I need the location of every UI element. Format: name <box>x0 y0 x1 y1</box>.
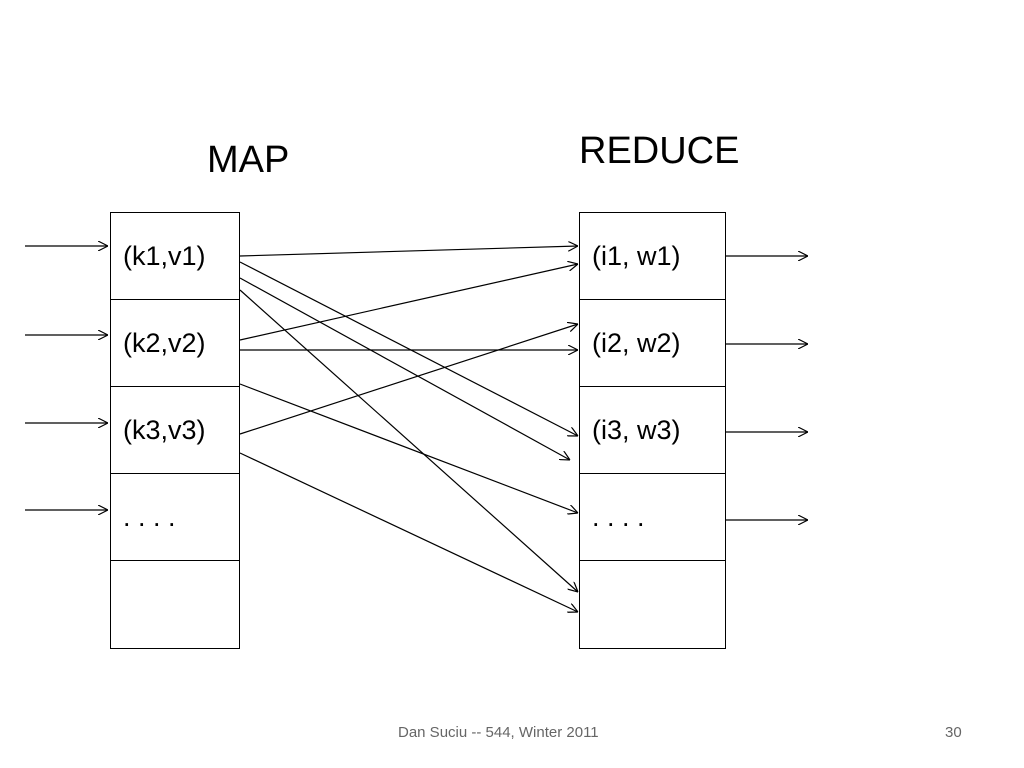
shuffle-arrow-k3-empty <box>239 452 578 612</box>
map-cell-2: (k2,v2) <box>111 300 239 387</box>
shuffle-arrow-k2-i1 <box>239 264 578 341</box>
shuffle-arrow-k3-i2 <box>239 324 578 435</box>
footer-text: Dan Suciu -- 544, Winter 2011 <box>398 724 599 741</box>
shuffle-arrow-k1-mid <box>239 277 570 460</box>
page-number: 30 <box>945 724 962 741</box>
shuffle-arrow-k1-empty <box>239 289 578 592</box>
reduce-cell-1: (i1, w1) <box>580 213 725 300</box>
map-title: MAP <box>207 139 290 181</box>
reduce-cell-2: (i2, w2) <box>580 300 725 387</box>
reduce-cell-ellipsis: . . . . <box>580 474 725 561</box>
reduce-table: (i1, w1) (i2, w2) (i3, w3) . . . . <box>579 212 726 649</box>
map-cell-1: (k1,v1) <box>111 213 239 300</box>
shuffle-arrow-k2-ellipsis <box>239 383 578 513</box>
shuffle-arrow-k1-i1 <box>239 246 578 257</box>
shuffle-arrow-k1-i3 <box>239 261 578 436</box>
reduce-title: REDUCE <box>579 130 740 172</box>
map-table: (k1,v1) (k2,v2) (k3,v3) . . . . <box>110 212 240 649</box>
map-cell-3: (k3,v3) <box>111 387 239 474</box>
map-cell-ellipsis: . . . . <box>111 474 239 561</box>
reduce-cell-3: (i3, w3) <box>580 387 725 474</box>
